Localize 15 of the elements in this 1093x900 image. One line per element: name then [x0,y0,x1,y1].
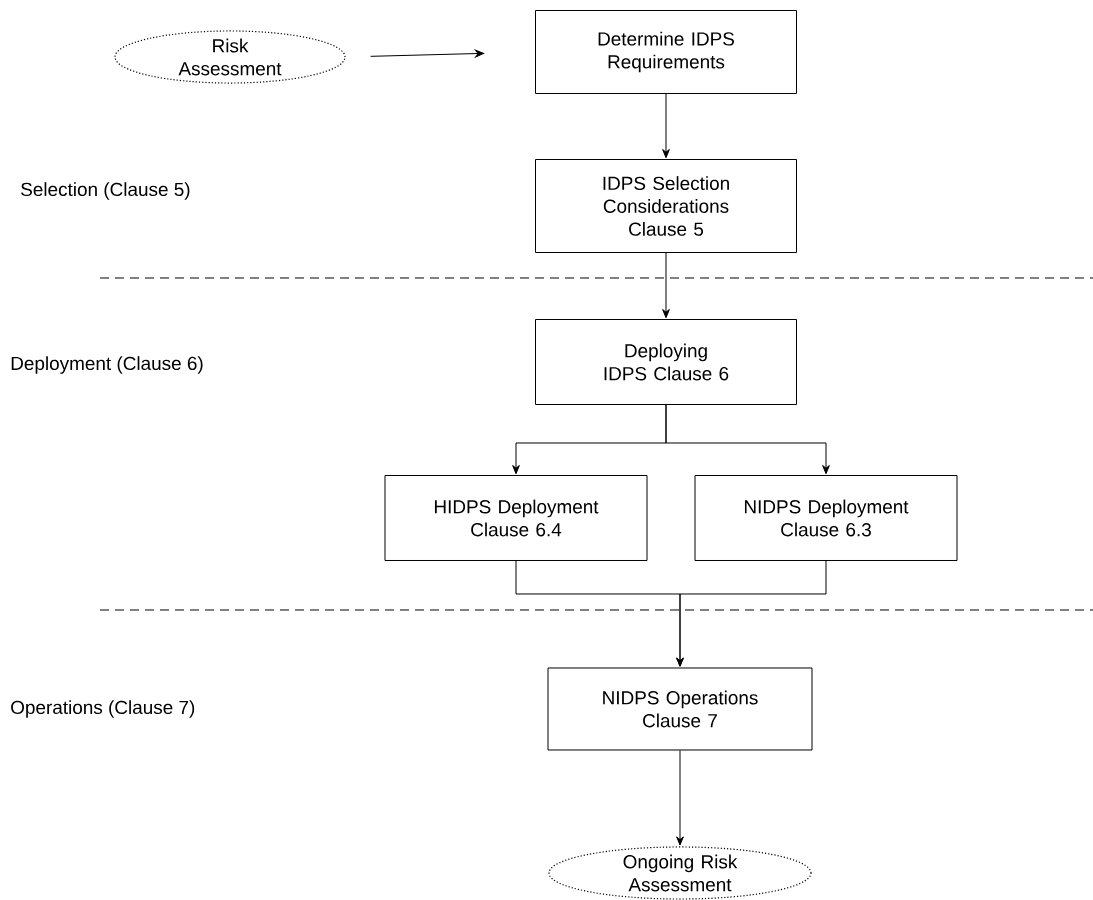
arrow [370,49,485,58]
section-label: Deployment (Clause 6) [11,356,203,374]
process-box: NIDPS Operations Clause 7 [547,667,813,751]
section-label: Operations (Clause 7) [11,700,195,718]
section-label: Selection (Clause 5) [21,182,190,200]
arrow [662,93,670,159]
arrow [665,404,830,475]
arrow [676,560,827,667]
arrow [676,750,684,846]
process-box: Deploying IDPS Clause 6 [535,319,797,405]
process-box: IDPS Selection Considerations Clause 5 [535,159,797,253]
arrow [662,252,670,319]
process-box: HIDPS Deployment Clause 6.4 [384,475,648,561]
process-box: Determine IDPS Requirements [535,10,797,94]
process-box: NIDPS Deployment Clause 6.3 [694,475,958,561]
